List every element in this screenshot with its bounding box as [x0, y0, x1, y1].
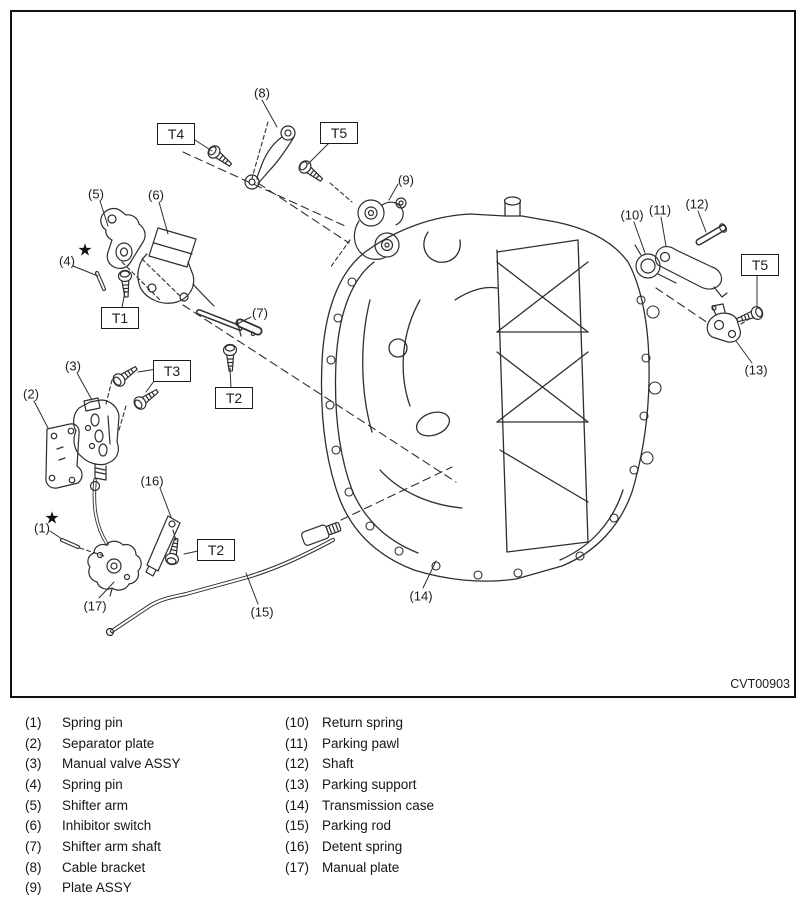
parking-support-drawing: [706, 303, 741, 343]
torque-box-t1: T1: [101, 307, 139, 329]
callout-5: (5): [88, 186, 104, 202]
star-marker-4: ★: [77, 240, 93, 260]
callout-6: (6): [148, 187, 164, 203]
callout-1: (1): [34, 520, 50, 536]
callout-leader-lines: [33, 99, 758, 605]
separator-plate-drawing: [45, 423, 83, 489]
legend-num: (11): [285, 735, 309, 751]
legend-name: Plate ASSY: [62, 880, 132, 896]
callout-12: (12): [685, 196, 709, 212]
legend-num: (3): [25, 756, 42, 772]
spring-pin-1-drawing: [60, 538, 80, 549]
legend-num: (10): [285, 714, 310, 730]
legend-item-4: (4) Spring pin: [25, 774, 181, 795]
legend-item-3: (3) Manual valve ASSY: [25, 753, 181, 774]
inhibitor-switch-drawing: [137, 227, 215, 307]
legend-item-10: (10) Return spring: [285, 712, 434, 733]
callout-11: (11): [648, 202, 672, 218]
callout-8: (8): [254, 85, 270, 101]
legend-name: Spring pin: [62, 714, 123, 730]
shaft-drawing: [695, 223, 728, 246]
legend-name: Shifter arm shaft: [62, 838, 162, 854]
legend-item-15: (15) Parking rod: [285, 815, 434, 836]
legend-name: Shaft: [322, 756, 354, 772]
legend-num: (14): [285, 797, 310, 813]
legend-name: Manual plate: [322, 859, 400, 875]
legend-name: Return spring: [322, 714, 404, 730]
legend-name: Detent spring: [322, 838, 403, 854]
legend-item-14: (14) Transmission case: [285, 795, 434, 816]
legend-item-7: (7) Shifter arm shaft: [25, 836, 181, 857]
callout-3: (3): [65, 358, 81, 374]
legend-column-right: (10) Return spring (11) Parking pawl (12) S…: [285, 712, 434, 878]
legend-num: (5): [25, 797, 42, 813]
legend-item-6: (6) Inhibitor switch: [25, 815, 181, 836]
legend-name: Shifter arm: [62, 797, 129, 813]
legend-item-11: (11) Parking pawl: [285, 733, 434, 754]
legend-item-17: (17) Manual plate: [285, 857, 434, 878]
legend-num: (7): [25, 838, 42, 854]
torque-box-t5-top: T5: [320, 122, 358, 144]
legend-name: Cable bracket: [62, 859, 146, 875]
callout-14: (14): [409, 588, 433, 604]
shifter-arm-drawing: [100, 207, 146, 269]
callout-13: (13): [744, 362, 768, 378]
callout-9: (9): [398, 172, 414, 188]
legend-item-12: (12) Shaft: [285, 753, 434, 774]
legend-num: (15): [285, 818, 310, 834]
legend-num: (4): [25, 776, 42, 792]
detent-spring-drawing: [145, 515, 181, 577]
figure-code: CVT00903: [730, 677, 790, 691]
torque-box-t2-lower: T2: [197, 539, 235, 561]
legend-name: Parking rod: [322, 818, 392, 834]
legend-name: Inhibitor switch: [62, 818, 152, 834]
callout-4: (4): [59, 253, 75, 269]
torque-box-t3: T3: [153, 360, 191, 382]
legend-item-13: (13) Parking support: [285, 774, 434, 795]
legend-item-1: (1) Spring pin: [25, 712, 181, 733]
torque-box-t5-right: T5: [741, 254, 779, 276]
legend-name: Parking pawl: [322, 735, 400, 751]
legend-item-8: (8) Cable bracket: [25, 857, 181, 878]
callout-10: (10): [620, 207, 644, 223]
legend-name: Separator plate: [62, 735, 155, 751]
legend-item-16: (16) Detent spring: [285, 836, 434, 857]
legend-num: (6): [25, 818, 42, 834]
parking-pawl-drawing: [654, 246, 728, 298]
legend-num: (1): [25, 714, 42, 730]
legend-num: (16): [285, 838, 310, 854]
legend-num: (17): [285, 859, 310, 875]
legend-name: Manual valve ASSY: [62, 756, 181, 772]
legend-num: (8): [25, 859, 42, 875]
legend-name: Spring pin: [62, 776, 123, 792]
legend-num: (13): [285, 776, 310, 792]
torque-box-t2-upper: T2: [215, 387, 253, 409]
shifter-arm-shaft-drawing: [196, 309, 263, 337]
assembly-dashed-lines: [79, 121, 750, 557]
manual-valve-assy-drawing: [73, 397, 120, 546]
plate-assy-drawing: [353, 197, 407, 260]
callout-2: (2): [23, 386, 39, 402]
legend-num: (2): [25, 735, 42, 751]
callout-7: (7): [252, 305, 268, 321]
legend-name: Parking support: [322, 776, 417, 792]
callout-16: (16): [140, 473, 164, 489]
callout-15: (15): [250, 604, 274, 620]
legend-num: (12): [285, 756, 310, 772]
torque-box-t4: T4: [157, 123, 195, 145]
callout-17: (17): [83, 598, 107, 614]
manual-plate-drawing: [87, 540, 142, 597]
legend-item-5: (5) Shifter arm: [25, 795, 181, 816]
star-marker-1: ★: [44, 508, 60, 528]
legend-item-9: (9) Plate ASSY: [25, 878, 181, 899]
transmission-case-drawing: [320, 196, 662, 582]
legend-column-left: (1) Spring pin (2) Separator plate (3) Manu…: [25, 712, 181, 898]
legend-num: (9): [25, 880, 42, 896]
legend-name: Transmission case: [322, 797, 435, 813]
legend-item-2: (2) Separator plate: [25, 733, 181, 754]
